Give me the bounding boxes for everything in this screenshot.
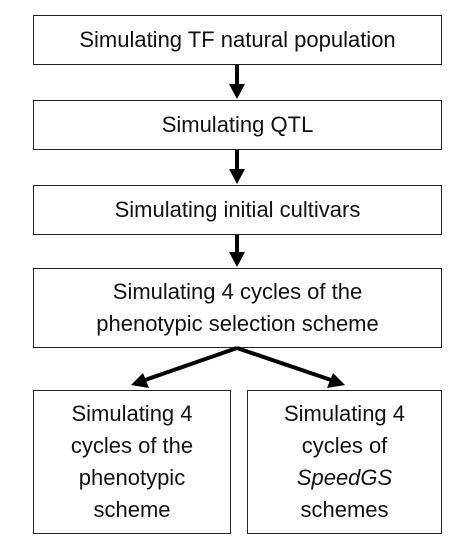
arrow-step4-to-right-branch bbox=[236, 346, 345, 388]
branch-label-line-3: SpeedGS bbox=[296, 465, 393, 490]
branch-label-line-2: cycles of the bbox=[70, 433, 194, 458]
step-label: Simulating TF natural population bbox=[79, 27, 396, 52]
step-label: Simulating QTL bbox=[161, 112, 314, 137]
branch-label-line-1: Simulating 4 bbox=[283, 401, 406, 426]
arrow-step1-to-step2 bbox=[229, 65, 245, 99]
branch-speedgs-schemes: Simulating 4 cycles of SpeedGS schemes bbox=[247, 390, 442, 534]
branch-phenotypic-scheme: Simulating 4 cycles of the phenotypic sc… bbox=[33, 390, 231, 534]
arrow-step2-to-step3 bbox=[229, 150, 245, 184]
arrow-step3-to-step4 bbox=[229, 235, 245, 267]
arrow-step4-to-left-branch bbox=[131, 346, 238, 388]
branch-label-line-4: scheme bbox=[93, 497, 171, 522]
branch-label-line-1: Simulating 4 bbox=[71, 401, 193, 426]
branch-label-line-2: cycles of bbox=[301, 433, 388, 458]
step-simulating-qtl: Simulating QTL bbox=[33, 100, 442, 150]
step-simulating-tf-population: Simulating TF natural population bbox=[33, 15, 442, 65]
step-label: Simulating initial cultivars bbox=[114, 197, 361, 222]
step-phenotypic-selection-cycles: Simulating 4 cycles of the phenotypic se… bbox=[33, 268, 442, 348]
branch-label-line-4: schemes bbox=[300, 497, 389, 522]
step-simulating-initial-cultivars: Simulating initial cultivars bbox=[33, 185, 442, 235]
step-label-line-2: phenotypic selection scheme bbox=[96, 311, 379, 336]
branch-label-line-3: phenotypic bbox=[78, 465, 186, 490]
step-label-line-1: Simulating 4 cycles of the bbox=[112, 279, 363, 304]
